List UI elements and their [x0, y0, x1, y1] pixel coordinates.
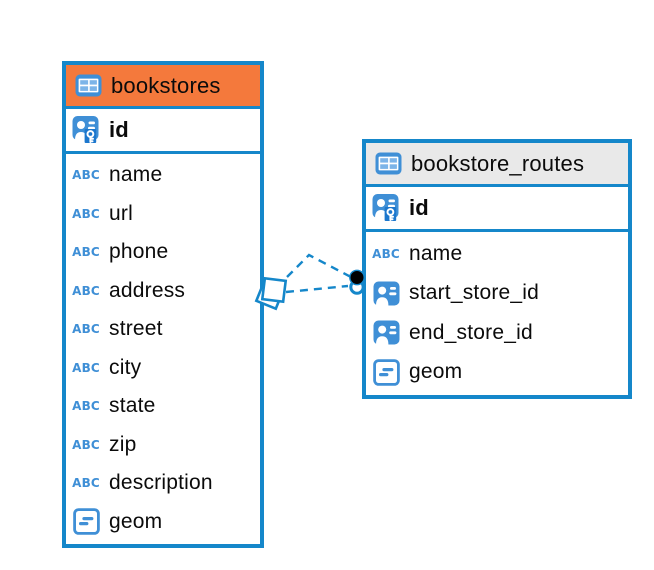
column-row[interactable]: ABC name [366, 234, 628, 274]
text-type-icon: ABC [72, 206, 100, 222]
column-name: name [409, 241, 463, 265]
column-name: state [109, 394, 156, 418]
primary-key-icon [371, 193, 401, 223]
column-name: geom [109, 509, 163, 533]
text-type-icon: ABC [72, 244, 100, 260]
table-icon [373, 152, 403, 175]
column-row-pk[interactable]: id [366, 187, 628, 232]
primary-key-name: id [409, 195, 429, 220]
column-name: start_store_id [409, 281, 540, 305]
text-type-icon: ABC [72, 437, 100, 453]
column-name: description [109, 471, 213, 495]
primary-key-icon [71, 115, 101, 145]
column-row[interactable]: ABC street [66, 310, 260, 349]
person-reference-icon [371, 320, 401, 345]
column-row[interactable]: ABC state [66, 387, 260, 426]
table-bookstore-routes[interactable]: bookstore_routes id ABC name [362, 139, 632, 399]
column-row[interactable]: end_store_id [366, 313, 628, 353]
column-name: address [109, 278, 186, 302]
text-type-icon: ABC [72, 283, 100, 299]
column-row[interactable]: start_store_id [366, 274, 628, 314]
column-name: name [109, 163, 163, 187]
table-bookstores-columns: ABC name ABC url ABC phone ABC address A… [66, 154, 260, 544]
text-type-icon: ABC [72, 167, 100, 183]
text-type-icon: ABC [72, 398, 100, 414]
column-name: geom [409, 360, 463, 384]
column-name: phone [109, 240, 169, 264]
column-row[interactable]: ABC zip [66, 426, 260, 465]
column-row[interactable]: ABC name [66, 156, 260, 195]
text-type-icon: ABC [72, 475, 100, 491]
person-reference-icon [371, 281, 401, 306]
column-row[interactable]: ABC description [66, 464, 260, 503]
column-name: url [109, 201, 133, 225]
table-bookstores[interactable]: bookstores id ABC name [62, 61, 264, 548]
column-row[interactable]: ABC address [66, 272, 260, 311]
relationship-line-lower[interactable] [285, 284, 349, 294]
column-name: city [109, 355, 142, 379]
table-bookstores-header[interactable]: bookstores [66, 65, 260, 109]
geometry-type-icon [71, 508, 101, 536]
column-name: end_store_id [409, 320, 533, 344]
column-name: zip [109, 432, 137, 456]
column-row[interactable]: geom [366, 353, 628, 393]
geometry-type-icon [371, 358, 401, 386]
column-row[interactable]: ABC url [66, 195, 260, 234]
table-icon [73, 74, 103, 97]
column-row[interactable]: ABC city [66, 349, 260, 388]
primary-key-name: id [109, 117, 129, 142]
text-type-icon: ABC [72, 360, 100, 376]
column-name: street [109, 317, 163, 341]
table-title: bookstores [111, 72, 221, 98]
relationship-line-upper[interactable] [286, 253, 352, 279]
column-row[interactable]: geom [66, 503, 260, 542]
text-type-icon: ABC [372, 246, 400, 262]
table-bookstore-routes-header[interactable]: bookstore_routes [366, 143, 628, 187]
column-row[interactable]: ABC phone [66, 233, 260, 272]
text-type-icon: ABC [72, 321, 100, 337]
table-title: bookstore_routes [411, 150, 585, 176]
table-bookstore-routes-columns: ABC name start_store_id [366, 232, 628, 395]
column-row-pk[interactable]: id [66, 109, 260, 154]
